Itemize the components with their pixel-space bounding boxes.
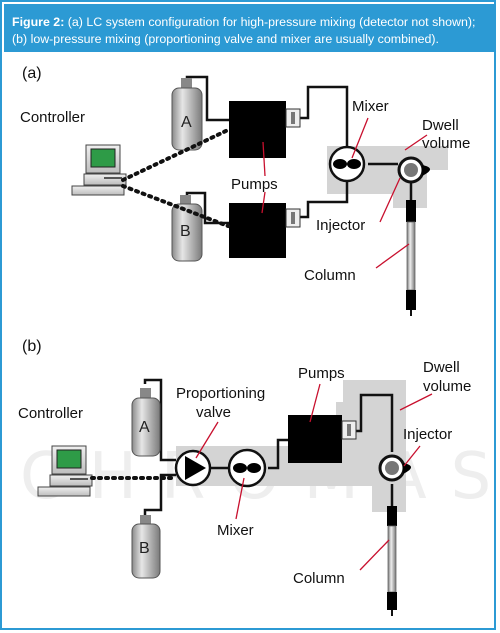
- panel-b: (b) A B: [18, 338, 471, 616]
- injector-a: [397, 156, 430, 184]
- bottle-b-a-label: A: [139, 419, 150, 436]
- bottle-b-a: [131, 388, 161, 457]
- dwell-label-a-1: Dwell: [422, 117, 459, 134]
- dwell-label-b-1: Dwell: [423, 359, 460, 376]
- control-lines-a: [121, 128, 230, 228]
- bottle-b-label: B: [180, 223, 191, 240]
- mixer-label-b: Mixer: [217, 522, 254, 539]
- injector-label-b: Injector: [403, 426, 452, 443]
- pump-b: [288, 415, 357, 463]
- caption-text-1: (a) LC system configuration for high-pre…: [64, 15, 476, 29]
- leader-lines-a: [261, 117, 428, 269]
- controller-label-a: Controller: [20, 109, 85, 126]
- column-b: [387, 506, 397, 616]
- pumps-label-b: Pumps: [298, 365, 345, 382]
- dwell-label-a-2: volume: [422, 135, 470, 152]
- panel-a: (a) A B: [20, 65, 470, 316]
- bottle-b-b-label: B: [139, 540, 150, 557]
- bottle-a-label: A: [181, 114, 192, 131]
- panel-b-label: (b): [22, 338, 42, 355]
- injector-label-a: Injector: [316, 217, 365, 234]
- leader-lines-b: [195, 383, 433, 571]
- bottle-b: [171, 195, 203, 262]
- column-label-a: Column: [304, 267, 356, 284]
- panel-a-label: (a): [22, 65, 42, 82]
- figure-caption: Figure 2: (a) LC system configuration fo…: [4, 4, 496, 52]
- caption-line-2: (b) low-pressure mixing (proportioning v…: [12, 32, 439, 46]
- valve-label-2: valve: [196, 404, 231, 421]
- valve-label-1: Proportioning: [176, 385, 265, 402]
- mixer-a: [328, 145, 366, 183]
- controller-label-b: Controller: [18, 405, 83, 422]
- proportioning-valve: [174, 449, 212, 487]
- caption-line-1: Figure 2: (a) LC system configuration fo…: [12, 14, 488, 31]
- dwell-label-b-2: volume: [423, 378, 471, 395]
- controller-computer: [71, 144, 127, 196]
- pumps-label-a: Pumps: [231, 176, 278, 193]
- bottle-b-b: [131, 515, 161, 579]
- pump-top: [229, 101, 301, 158]
- pump-bottom: [229, 203, 301, 258]
- mixer-b: [227, 448, 267, 488]
- column-a: [406, 200, 416, 316]
- figure-label: Figure 2:: [12, 15, 65, 29]
- controller-computer-b: [37, 445, 93, 497]
- tubing-b: [143, 378, 394, 518]
- mixer-label-a: Mixer: [352, 98, 389, 115]
- column-label-b: Column: [293, 570, 345, 587]
- injector-b: [378, 454, 411, 482]
